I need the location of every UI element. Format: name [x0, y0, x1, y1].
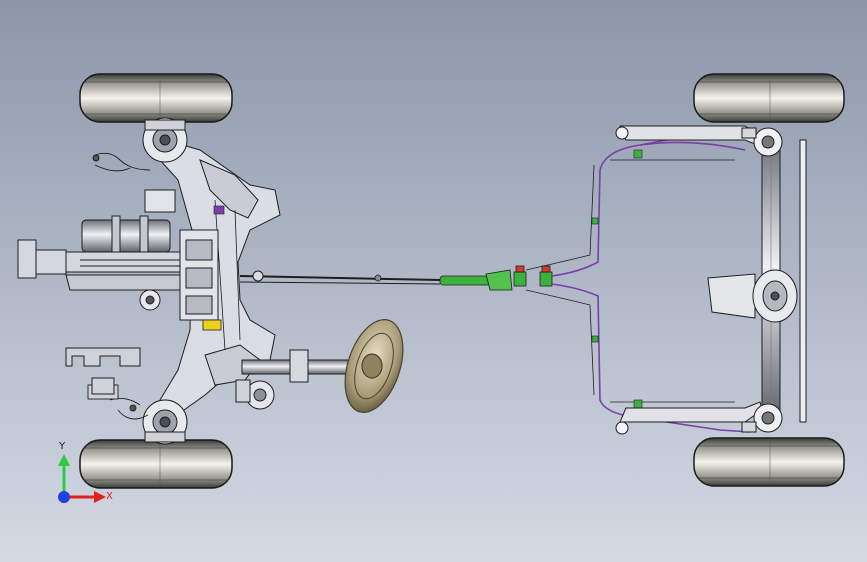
rear-left-hub[interactable]: [741, 127, 783, 157]
front-left-strut[interactable]: [142, 117, 188, 163]
steering-wheel[interactable]: [334, 312, 413, 419]
x-axis-arrowhead: [94, 491, 106, 503]
rear-stabilizer-bar[interactable]: [799, 139, 807, 423]
parking-brake-actuator[interactable]: [439, 265, 553, 291]
front-differential-block[interactable]: [139, 189, 219, 321]
front-right-strut[interactable]: [142, 399, 188, 445]
y-axis-arrowhead: [58, 454, 70, 466]
rear-brake-cables: [525, 159, 735, 403]
engine-mount-bracket[interactable]: [17, 239, 187, 291]
x-axis-label: X: [106, 491, 113, 502]
propeller-shaft[interactable]: [239, 270, 441, 285]
lower-mount-bracket[interactable]: [65, 347, 141, 395]
rear-right-hub[interactable]: [741, 403, 783, 433]
yellow-connector[interactable]: [202, 319, 222, 331]
steering-rack-housing[interactable]: [81, 215, 171, 257]
y-axis-label: Y: [59, 441, 66, 452]
purple-connector[interactable]: [213, 205, 225, 215]
rear-left-tire[interactable]: [693, 73, 845, 123]
rear-lower-control-arm[interactable]: [615, 401, 763, 435]
rear-right-tire[interactable]: [693, 437, 845, 487]
steering-column[interactable]: [235, 349, 353, 410]
rear-differential[interactable]: [707, 269, 798, 323]
front-left-tire[interactable]: [79, 73, 233, 123]
z-axis-dot: [58, 491, 70, 503]
coordinate-triad: Y X: [50, 440, 120, 510]
